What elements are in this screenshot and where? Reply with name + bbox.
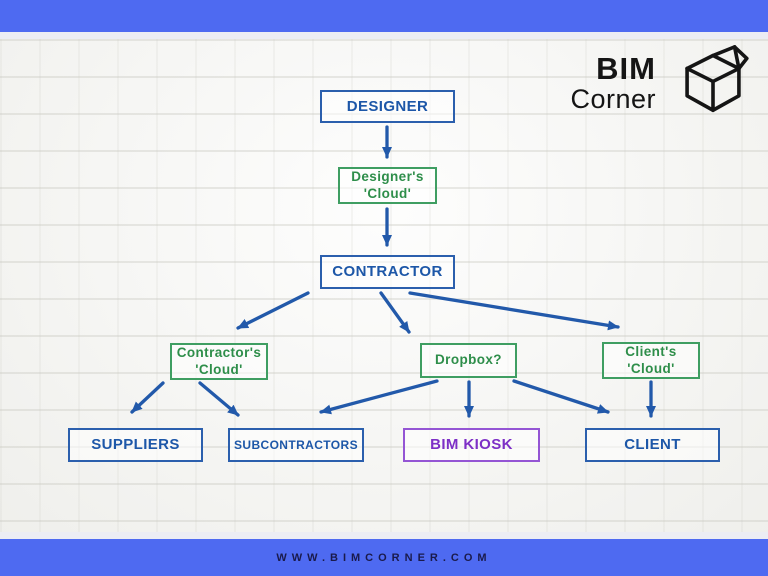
arrow-contractor-to-contractors-cloud xyxy=(236,291,310,330)
node-dropbox: Dropbox? xyxy=(420,343,517,378)
logo-text: BIM Corner xyxy=(570,53,656,113)
node-label-line: SUPPLIERS xyxy=(91,436,180,453)
node-contractors-cloud: Contractor's'Cloud' xyxy=(170,343,268,380)
node-designer: DESIGNER xyxy=(320,90,455,123)
node-suppliers: SUPPLIERS xyxy=(68,428,203,462)
website-url: WWW.BIMCORNER.COM xyxy=(276,551,492,564)
node-subcontractors: SUBCONTRACTORS xyxy=(228,428,364,462)
arrow-contractors-cloud-to-subcontractors xyxy=(198,381,240,417)
node-label-line: Client's xyxy=(625,344,677,360)
node-label-line: Contractor's xyxy=(176,345,262,361)
node-designers-cloud: Designer's'Cloud' xyxy=(338,167,437,204)
arrow-dropbox-to-client xyxy=(512,379,610,414)
arrow-contractors-cloud-to-suppliers xyxy=(130,381,165,414)
node-label-line: CLIENT xyxy=(624,436,681,453)
node-label-line: Dropbox? xyxy=(435,352,502,368)
node-label-line: 'Cloud' xyxy=(363,185,412,201)
node-label-line: Designer's xyxy=(351,169,424,185)
top-separator xyxy=(0,32,768,39)
node-client: CLIENT xyxy=(585,428,720,462)
node-label-line: SUBCONTRACTORS xyxy=(233,437,359,452)
logo-text-corner: Corner xyxy=(570,84,656,114)
arrow-contractor-to-clients-cloud xyxy=(408,291,620,331)
bottom-accent-bar: WWW.BIMCORNER.COM xyxy=(0,539,768,576)
node-bim-kiosk: BIM KIOSK xyxy=(403,428,540,462)
node-label-line: DESIGNER xyxy=(346,97,429,115)
top-accent-bar xyxy=(0,0,768,32)
arrow-contractor-to-dropbox xyxy=(379,291,411,334)
bottom-separator xyxy=(0,532,768,539)
node-contractor: CONTRACTOR xyxy=(320,255,455,289)
node-clients-cloud: Client's'Cloud' xyxy=(602,342,700,379)
node-label-line: CONTRACTOR xyxy=(332,263,443,280)
node-label-line: 'Cloud' xyxy=(627,360,675,376)
node-label-line: BIM KIOSK xyxy=(430,436,513,453)
open-box-icon xyxy=(685,45,749,113)
logo-text-bim: BIM xyxy=(596,51,656,86)
arrow-dropbox-to-subcontractors xyxy=(319,379,439,415)
node-label-line: 'Cloud' xyxy=(195,361,243,377)
bim-corner-logo: BIM Corner xyxy=(570,44,758,116)
